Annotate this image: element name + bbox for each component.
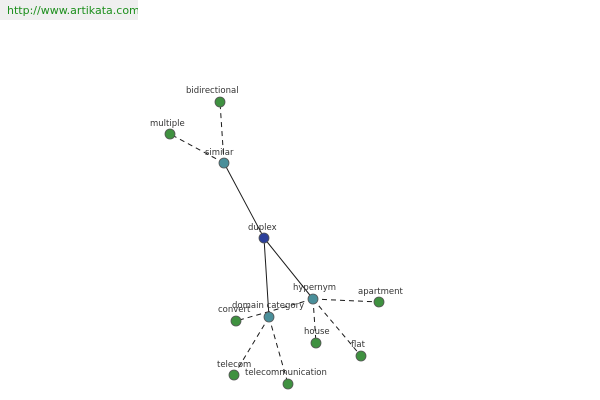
edge-similar-bidirectional (219, 101, 225, 164)
edge-hypernym-convert (235, 298, 314, 322)
node-duplex[interactable] (258, 232, 270, 244)
node-label-domain-category: domain category (232, 301, 304, 311)
node-label-similar: similar (205, 148, 234, 158)
edge-hypernym-flat (312, 298, 362, 357)
edge-duplex-similar (223, 162, 265, 239)
node-apartment[interactable] (373, 296, 385, 308)
edge-domain-category-telecommunication (268, 316, 289, 385)
node-label-duplex: duplex (248, 223, 277, 233)
node-label-hypernym: hypernym (293, 283, 336, 293)
node-telecommunication[interactable] (282, 378, 294, 390)
node-label-bidirectional: bidirectional (186, 86, 239, 96)
node-telecom[interactable] (228, 369, 240, 381)
node-bidirectional[interactable] (214, 96, 226, 108)
node-multiple[interactable] (164, 128, 176, 140)
edge-duplex-domain-category (263, 237, 270, 318)
edge-hypernym-apartment (312, 298, 380, 303)
node-label-telecommunication: telecommunication (245, 368, 327, 378)
node-convert[interactable] (230, 315, 242, 327)
edge-hypernym-house (312, 298, 317, 344)
node-label-multiple: multiple (150, 119, 185, 129)
node-label-convert: convert (218, 305, 251, 315)
node-hypernym[interactable] (307, 293, 319, 305)
nodes-layer (164, 96, 385, 390)
node-label-house: house (304, 327, 330, 337)
edge-similar-multiple (169, 133, 225, 164)
node-house[interactable] (310, 337, 322, 349)
node-label-telecom: telecom (217, 360, 251, 370)
node-label-apartment: apartment (358, 287, 404, 297)
node-domain-category[interactable] (263, 311, 275, 323)
node-similar[interactable] (218, 157, 230, 169)
labels-layer: duplex similar bidirectional multiple hypern… (150, 86, 404, 378)
node-label-flat: flat (351, 340, 366, 350)
edges-layer (169, 101, 380, 385)
edge-domain-category-telecom (233, 316, 270, 376)
source-url-link[interactable]: http://www.artikata.com (0, 0, 138, 20)
node-flat[interactable] (355, 350, 367, 362)
edge-duplex-hypernym (263, 237, 314, 300)
